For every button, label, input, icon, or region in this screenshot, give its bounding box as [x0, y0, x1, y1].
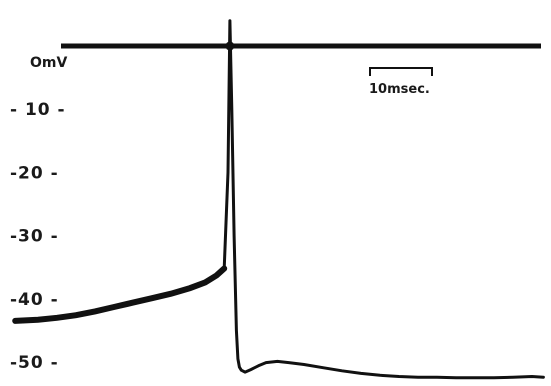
y-tick-label: -40 -: [10, 290, 59, 310]
time-scale-label: 10msec.: [369, 82, 430, 97]
spike-zero-crossing-dot: [225, 41, 235, 51]
trace-layer: [12, 19, 545, 380]
membrane-potential-trace: [13, 19, 545, 380]
label-layer: OmV - 10 - -20 - -30 - -40 - -50 - 10msec.: [10, 55, 430, 373]
zero-mv-label: OmV: [30, 55, 67, 71]
y-tick-label: -50 -: [10, 353, 59, 373]
time-scale-bar: [369, 67, 433, 76]
axis-layer: [61, 43, 541, 76]
y-tick-label: -20 -: [10, 163, 59, 183]
prespike-ramp-trace: [12, 265, 228, 324]
y-tick-label: - 10 -: [10, 100, 66, 120]
y-tick-label: -30 -: [10, 227, 59, 247]
